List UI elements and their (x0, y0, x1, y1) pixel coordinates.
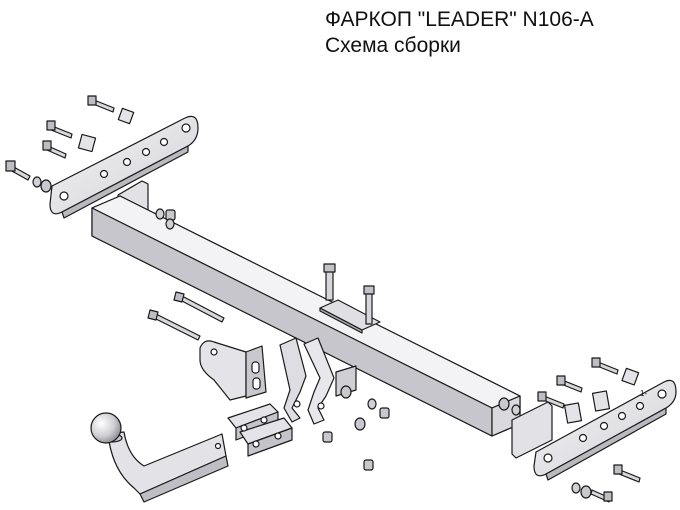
spacer-plates (227, 403, 293, 457)
left-fasteners (5, 95, 176, 230)
tow-ball-hook (90, 412, 229, 503)
ball-mount-bracket (279, 337, 357, 425)
left-mounting-plate (49, 115, 199, 219)
main-crossbar (91, 195, 521, 437)
diagram-title: ФАРКОП "LEADER" N106-A (325, 8, 594, 31)
diagram-subtitle: Схема сборки (325, 34, 461, 57)
center-clamp-plate (319, 299, 381, 334)
right-mounting-plate (533, 379, 677, 481)
part-mark-label: 1- (640, 389, 647, 398)
long-bolts (147, 291, 225, 341)
center-bolts (323, 263, 375, 325)
middle-nuts-washers (322, 385, 390, 471)
side-mounting-bracket (199, 340, 267, 401)
right-fasteners (498, 357, 641, 503)
